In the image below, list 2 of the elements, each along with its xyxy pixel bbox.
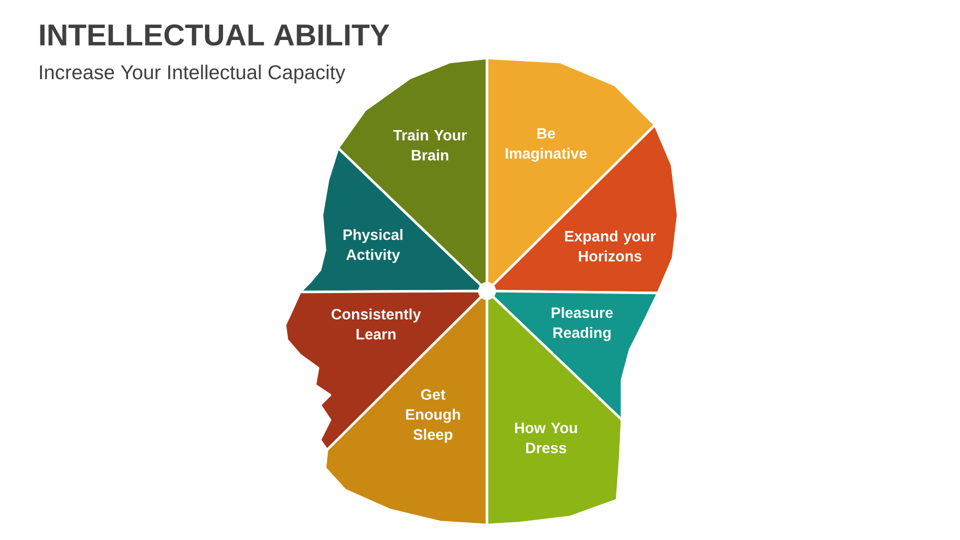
title: INTELLECTUAL ABILITY: [40, 24, 390, 46]
head-segment: Pleasure Reading: [486, 290, 660, 422]
